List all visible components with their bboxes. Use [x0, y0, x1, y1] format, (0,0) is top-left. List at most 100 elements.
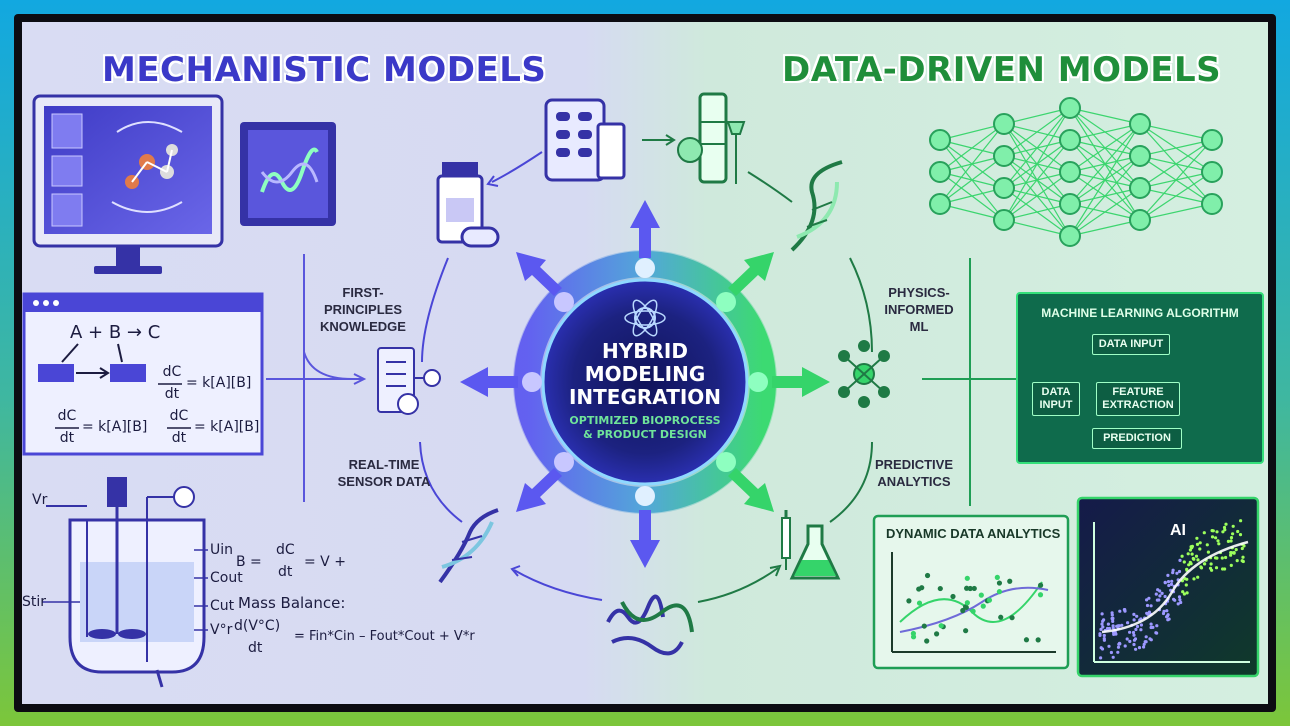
hub-arrow-nw — [516, 252, 562, 296]
ai-scatter-point — [1111, 626, 1115, 630]
ai-scatter-point — [1192, 557, 1196, 561]
ai-scatter-point — [1209, 562, 1213, 566]
ai-scatter-point — [1239, 519, 1243, 523]
ai-scatter-point — [1149, 622, 1153, 626]
scatter-point — [924, 638, 930, 644]
ai-scatter-point — [1192, 577, 1196, 581]
medicine-bottle-icon — [436, 162, 500, 248]
nn-edge — [939, 123, 1005, 205]
ai-scatter-point — [1190, 552, 1194, 556]
balance-rhs: = V + — [304, 554, 346, 570]
ai-scatter-point — [1098, 632, 1102, 636]
realtime-sensor-label: REAL-TIME SENSOR DATA — [334, 456, 434, 490]
nn-edge — [1139, 139, 1213, 157]
ai-scatter-point — [1171, 568, 1175, 572]
nn-edge — [1069, 123, 1141, 237]
nn-edge — [1069, 123, 1141, 205]
scatter-point — [964, 575, 970, 581]
scatter-point — [971, 585, 977, 592]
ml-node-data-input-left: DATA INPUT — [1032, 382, 1080, 416]
ai-scatter-point — [1224, 555, 1228, 560]
dna-icon-top-right — [790, 160, 843, 252]
predictive-analytics-label-line1: PREDICTIVE — [874, 457, 953, 472]
ai-scatter-point — [1216, 539, 1220, 543]
hub-arrow-up — [630, 200, 660, 258]
balance-lhs: B = — [236, 554, 262, 570]
ai-scatter-point — [1166, 580, 1171, 584]
nn-node — [1201, 161, 1223, 183]
ai-scatter-point — [1117, 641, 1122, 645]
nn-edge — [1139, 139, 1213, 221]
ai-scatter-point — [1222, 525, 1227, 530]
nn-edge — [1069, 107, 1141, 125]
ai-scatter-point — [1116, 645, 1121, 649]
nn-node — [993, 113, 1015, 135]
ai-scatter-point — [1134, 627, 1138, 632]
ai-scatter-point — [1144, 635, 1148, 639]
nn-edge — [1003, 107, 1071, 221]
nn-node — [993, 145, 1015, 167]
ai-scatter-point — [1202, 531, 1206, 535]
ai-scatter-point — [1186, 552, 1190, 556]
scatter-point — [924, 572, 931, 579]
ai-scatter-point — [1132, 618, 1136, 622]
ai-scatter-point — [1224, 522, 1228, 526]
nn-edge — [1003, 139, 1071, 221]
nn-node — [929, 129, 951, 151]
physics-informed-label-line2: INFORMED ML — [884, 302, 954, 334]
ai-analytics-panel — [1076, 496, 1260, 678]
ai-scatter-point — [1184, 583, 1188, 587]
predictive-analytics-label-line2: ANALYTICS — [877, 474, 951, 489]
ai-scatter-point — [1149, 638, 1153, 642]
ai-scatter-point — [1147, 610, 1151, 614]
scatter-point — [963, 628, 969, 634]
nn-edge — [1003, 107, 1071, 157]
balance-den: dt — [278, 564, 293, 580]
nn-node — [993, 177, 1015, 199]
scatter-point — [934, 631, 940, 637]
ai-scatter-point — [1155, 624, 1159, 628]
nn-node — [929, 193, 951, 215]
ai-scatter-point — [1208, 566, 1213, 570]
ai-scatter-point — [1213, 556, 1218, 560]
ai-scatter-point — [1155, 598, 1159, 602]
ai-scatter-point — [1111, 655, 1115, 659]
rate-rhs: = k[A][B] — [186, 375, 252, 391]
ai-scatter-point — [1240, 546, 1244, 551]
scatter-point — [964, 600, 970, 606]
realtime-sensor-label-line2: SENSOR DATA — [337, 474, 431, 489]
scatter-point — [986, 597, 993, 603]
nn-edge — [939, 123, 1005, 173]
ai-scatter-point — [1182, 560, 1186, 564]
scatter-point — [996, 580, 1003, 586]
ai-scatter-point — [1187, 563, 1191, 567]
computer-monitor-icon — [32, 94, 224, 274]
mass-balance-den: dt — [248, 640, 263, 656]
scatter-point — [967, 585, 973, 592]
ml-node-prediction: PREDICTION — [1092, 428, 1182, 449]
ai-scatter-point — [1221, 530, 1225, 534]
ai-scatter-point — [1169, 582, 1174, 587]
ai-scatter-point — [1109, 650, 1113, 655]
ai-scatter-point — [1198, 541, 1202, 545]
ai-scatter-point — [1132, 642, 1136, 647]
ai-scatter-point — [1189, 545, 1193, 549]
nn-node — [1059, 225, 1081, 247]
ai-scatter-point — [1221, 567, 1225, 571]
scatter-point — [906, 598, 912, 604]
scatter-point — [910, 634, 917, 640]
ai-scatter-point — [1163, 581, 1167, 585]
ai-scatter-point — [1100, 647, 1105, 651]
ai-scatter-point — [1099, 656, 1103, 660]
dna-icon-bottom-left — [438, 508, 499, 584]
syringe-flask-icon — [781, 510, 841, 580]
nn-edge — [1069, 123, 1141, 173]
ai-scatter-point — [1196, 575, 1200, 579]
bioreactor-icon — [42, 477, 208, 688]
ai-scatter-point — [1154, 592, 1158, 596]
neural-network-icon — [929, 97, 1223, 247]
scatter-point — [916, 600, 923, 606]
protein-structure-icon — [606, 594, 694, 656]
nn-node — [1201, 193, 1223, 215]
reactor-cut-label: Cut — [210, 598, 235, 614]
